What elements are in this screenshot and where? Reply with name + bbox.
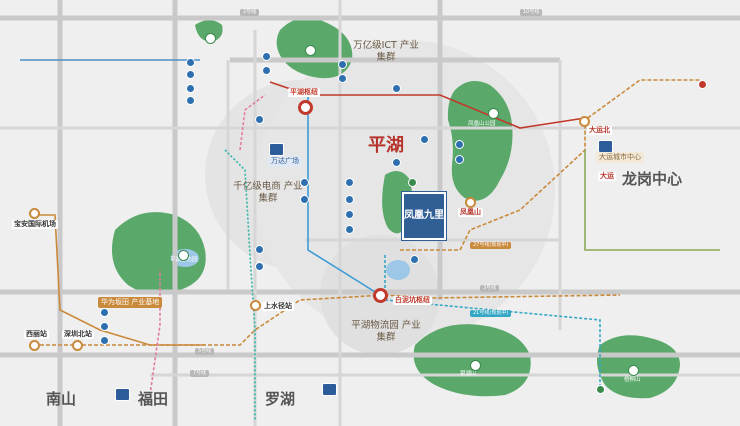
cluster-logistics: 平湖物流园 产业集群 xyxy=(351,320,421,343)
poi-21[interactable] xyxy=(410,255,419,264)
station-shangshuijing-label: 上水径站 xyxy=(262,302,294,311)
park-fenghuang-label: 凤凰山公园 xyxy=(468,121,496,127)
huawei-label: 华为坂田 产业基地 xyxy=(98,297,163,308)
line-pink-north xyxy=(239,94,266,151)
road-label-6: 21号线(规划中) xyxy=(470,310,512,317)
mall-luohu-icon[interactable] xyxy=(322,383,337,396)
district-longgang: 龙岗中心 xyxy=(622,170,683,188)
line-pink-dashed xyxy=(149,270,161,396)
poi-16[interactable] xyxy=(255,115,264,124)
poi-24[interactable] xyxy=(408,178,417,187)
poi-27[interactable] xyxy=(100,308,109,317)
baiyan-hub-label: 白泥坑枢纽 xyxy=(393,296,432,305)
station-xili-icon[interactable] xyxy=(29,340,40,351)
station-xili-label: 西丽站 xyxy=(24,330,49,339)
park-icon-1 xyxy=(205,33,216,44)
park-icon-4 xyxy=(178,250,189,261)
line-blue-center xyxy=(307,95,381,296)
park-icon-6 xyxy=(628,365,639,376)
pinghu-hub-label: 平湖枢纽 xyxy=(288,88,320,97)
mall-wanda-label: 万达广场 xyxy=(268,156,302,167)
station-airport-label: 宝安国际机场 xyxy=(12,220,58,229)
line-teal-dashed xyxy=(224,149,256,420)
road-label-3: 3号线 xyxy=(480,285,500,292)
poi-20[interactable] xyxy=(255,262,264,271)
project-marker[interactable]: 凤凰九里 xyxy=(402,192,446,240)
district-luohu: 罗湖 xyxy=(265,390,296,408)
poi-7[interactable] xyxy=(338,60,347,69)
poi-5[interactable] xyxy=(262,52,271,61)
poi-13[interactable] xyxy=(345,195,354,204)
poi-17[interactable] xyxy=(300,178,309,187)
poi-11[interactable] xyxy=(392,158,401,167)
station-fenghuangshan-label: 凤凰山 xyxy=(458,208,483,217)
road-label-7: 7号线 xyxy=(190,370,210,377)
poi-2[interactable] xyxy=(186,70,195,79)
poi-1[interactable] xyxy=(186,58,195,67)
cluster-ict: 万亿级ICT 产业集群 xyxy=(353,40,419,63)
poi-3[interactable] xyxy=(186,84,195,93)
cluster-ecommerce: 千亿级电商 产业集群 xyxy=(233,181,303,204)
line-brown xyxy=(30,214,205,346)
park-icon-2 xyxy=(305,45,316,56)
station-shenzhenbei-icon[interactable] xyxy=(72,340,83,351)
poi-9[interactable] xyxy=(392,84,401,93)
station-airport-icon[interactable] xyxy=(29,208,40,219)
station-shenzhenbei-label: 深圳北站 xyxy=(62,330,94,339)
poi-10[interactable] xyxy=(420,135,429,144)
district-nanshan: 南山 xyxy=(46,390,77,408)
station-dayunbei-icon[interactable] xyxy=(579,116,590,127)
district-futian: 福田 xyxy=(138,390,169,408)
road-label-5: 27号线(规划中) xyxy=(470,242,512,249)
poi-18[interactable] xyxy=(300,195,309,204)
line-orange-east xyxy=(400,79,700,251)
park-pinghu-eco xyxy=(111,212,206,294)
poi-6[interactable] xyxy=(262,66,271,75)
pinghu-hub-icon[interactable] xyxy=(298,100,313,115)
mall-wanda-icon[interactable] xyxy=(269,143,284,156)
station-shangshuijing-icon[interactable] xyxy=(250,300,261,311)
poi-23[interactable] xyxy=(455,155,464,164)
park-wutong-label: 梧桐山 xyxy=(624,377,641,383)
lake-2 xyxy=(386,260,410,280)
station-dayun-label: 大运 xyxy=(598,172,616,181)
road-label-1: 10号线 xyxy=(520,9,543,16)
poi-14[interactable] xyxy=(345,210,354,219)
park-icon-5 xyxy=(470,360,481,371)
baiyan-hub-icon[interactable] xyxy=(373,288,388,303)
poi-19[interactable] xyxy=(255,245,264,254)
line-green-east xyxy=(584,150,720,251)
poi-29[interactable] xyxy=(100,336,109,345)
park-yinhu-label: 银湖山 xyxy=(460,371,477,377)
district-pinghu: 平湖 xyxy=(368,135,404,156)
station-fenghuangshan-icon[interactable] xyxy=(465,197,476,208)
road-label-2: 2号线 xyxy=(240,9,260,16)
road-label-4: 5号线 xyxy=(195,348,215,355)
poi-8[interactable] xyxy=(338,74,347,83)
park-wutong xyxy=(596,335,680,399)
poi-26[interactable] xyxy=(596,385,605,394)
poi-28[interactable] xyxy=(100,322,109,331)
mall-dayun-label: 大运城市中心 xyxy=(596,152,644,163)
poi-4[interactable] xyxy=(186,96,195,105)
poi-12[interactable] xyxy=(345,178,354,187)
park-icon-3 xyxy=(488,108,499,119)
mall-futian-icon[interactable] xyxy=(115,388,130,401)
poi-22[interactable] xyxy=(455,140,464,149)
poi-15[interactable] xyxy=(345,225,354,234)
poi-25[interactable] xyxy=(698,80,707,89)
station-dayunbei-label: 大运北 xyxy=(587,126,612,135)
